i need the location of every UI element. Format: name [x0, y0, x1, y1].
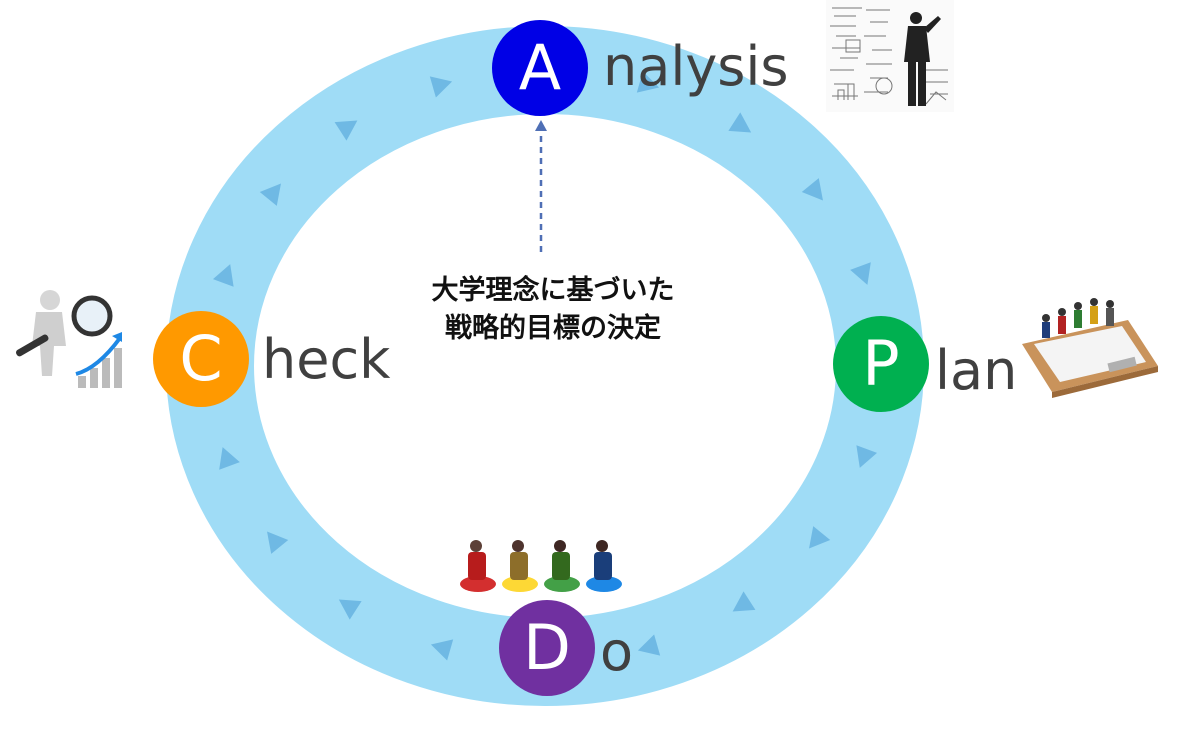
ring-arrow [636, 71, 660, 93]
check-label: heck [262, 328, 391, 391]
ring-arrow [728, 112, 752, 133]
ring-arrow [334, 120, 358, 141]
center-line-2: 戦略的目標の決定 [445, 313, 661, 344]
magnifier-rising-graph-image [16, 290, 122, 388]
connector-arrow-head [535, 120, 547, 131]
four-people-on-discs-image [460, 540, 622, 592]
center-line-1: 大学理念に基づいた [431, 275, 675, 306]
ring-arrow [430, 639, 454, 661]
plan-node: P [833, 316, 929, 412]
plan-label: lan [935, 339, 1018, 402]
do-node: D [499, 600, 595, 696]
analysis-node: A [492, 20, 588, 116]
ring-arrow [732, 591, 756, 612]
ring-arrow [219, 447, 240, 470]
analysis-letter: A [518, 31, 562, 104]
ring-arrow [850, 262, 871, 285]
ring-arrow [637, 634, 661, 656]
ring-arrow [267, 531, 289, 554]
plan-clipboard-people-image [1022, 298, 1158, 398]
ring-direction-arrows [212, 71, 878, 661]
do-label: o [600, 620, 634, 683]
ring-arrow [212, 264, 234, 287]
check-letter: C [179, 322, 223, 395]
analysis-label: nalysis [603, 35, 789, 98]
ring-arrow [856, 445, 878, 468]
ring-arrow [429, 76, 453, 98]
ring-arrow [338, 599, 362, 620]
center-goal-text: 大学理念に基づいた 戦略的目標の決定 [388, 272, 718, 348]
ring-arrow [809, 526, 831, 549]
ring-arrow [259, 183, 281, 206]
plan-letter: P [862, 327, 900, 400]
check-node: C [153, 311, 249, 407]
do-letter: D [523, 611, 571, 684]
whiteboard-business-man-image [826, 0, 954, 112]
ring-arrow [801, 178, 823, 201]
